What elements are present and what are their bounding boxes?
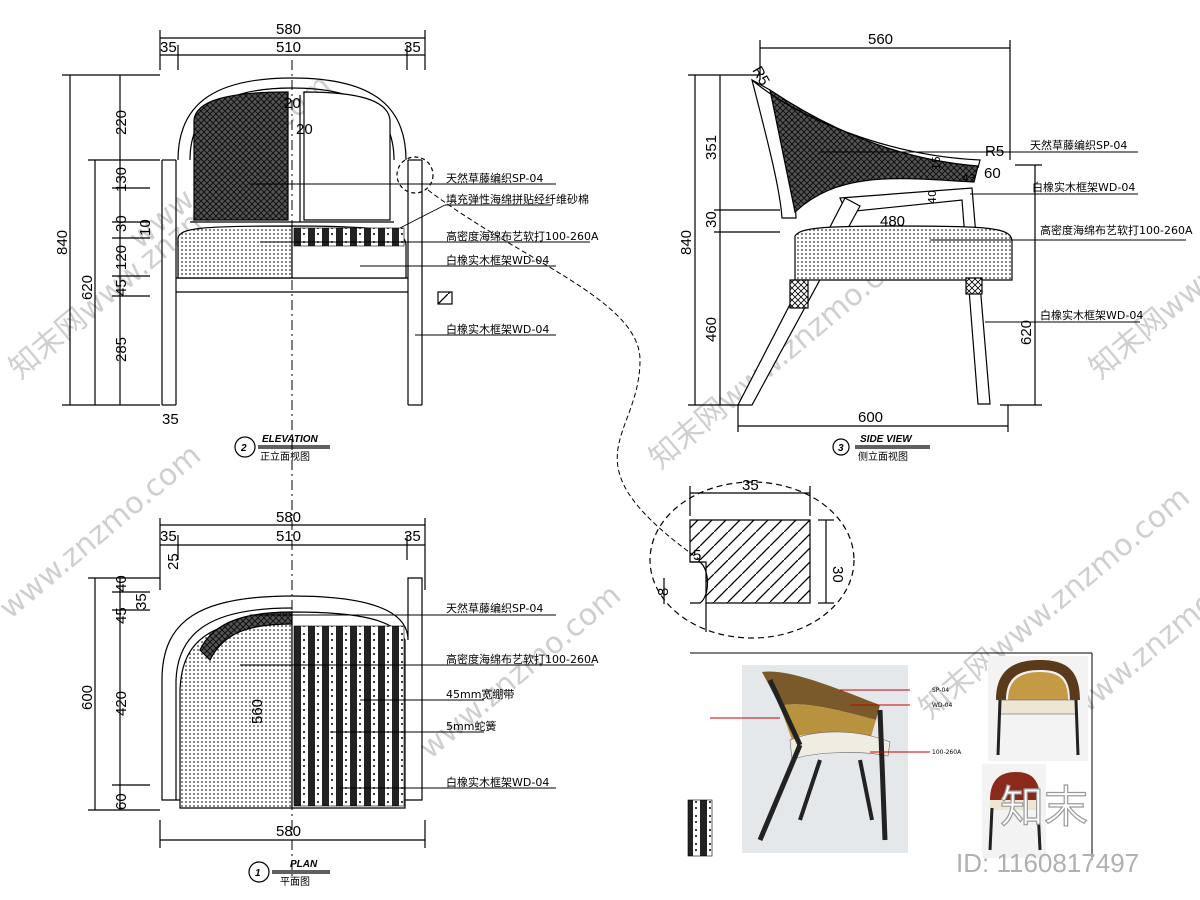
material-label: 填充弹性海绵拼贴经纤维砂棉 <box>446 192 589 206</box>
dim-seat-height: 620 <box>79 275 96 300</box>
dim-overall-width: 580 <box>276 21 301 38</box>
dim-plan-inner-depth: 560 <box>249 699 266 724</box>
view-title-en: PLAN <box>290 859 318 870</box>
dim-side-upper: 351 <box>703 135 720 160</box>
dim-side-total: 840 <box>678 230 695 255</box>
dim-plan-seg: 40 <box>113 575 130 592</box>
material-swatch <box>687 799 713 857</box>
dim-side-radius: R5 <box>749 64 773 89</box>
dim-side-mark: 40 <box>926 190 939 204</box>
dim-plan-overall: 580 <box>276 509 301 526</box>
section-detail <box>649 481 855 639</box>
material-label: 白橡实木框架WD-04 <box>1040 308 1143 322</box>
view-title-cn: 侧立面视图 <box>858 450 908 463</box>
dim-inner-mark: 20 <box>296 121 313 138</box>
material-label: 白橡实木框架WD-04 <box>446 775 549 789</box>
material-label: 白橡实木框架WD-04 <box>446 253 549 267</box>
dim-plan-seg: 45 <box>113 607 130 624</box>
dim-seg: 220 <box>113 110 130 135</box>
dim-detail-notch: 5 <box>693 547 701 564</box>
plan-view <box>88 518 594 883</box>
material-label: 白橡实木框架WD-04 <box>1032 180 1135 194</box>
material-label: 天然草藤编织SP-04 <box>446 601 543 615</box>
plan-text: 580 510 35 35 25 580 600 40 45 420 60 35… <box>79 509 599 888</box>
dim-plan-bottom: 580 <box>276 823 301 840</box>
dim-plan-total: 600 <box>79 685 96 710</box>
dim-plan-seg: 60 <box>113 793 130 810</box>
brand-logo: 知末 <box>1000 782 1088 833</box>
dim-total-height: 840 <box>54 230 71 255</box>
dim-seg: 10 <box>137 219 154 236</box>
view-title-en: ELEVATION <box>262 434 319 445</box>
dim-side-radius: R5 <box>985 143 1004 160</box>
dim-detail-height: 30 <box>829 566 846 583</box>
view-title-number: 2 <box>240 443 247 454</box>
dim-inner-mark: 20 <box>284 95 301 112</box>
material-label: 天然草藤编织SP-04 <box>446 171 543 185</box>
view-title-cn: 正立面视图 <box>260 450 310 463</box>
dim-seg: 120 <box>113 245 130 270</box>
elevation-text: 580 510 35 35 840 620 220 130 30 120 45 … <box>54 21 599 463</box>
dim-side-mark: 43 <box>962 172 976 185</box>
material-label: 高密度海绵布艺软打100-260A <box>446 652 599 666</box>
photo-panel: SP-04 WD-04 100-260A <box>687 652 1093 860</box>
dim-side-bottom: 600 <box>858 409 883 426</box>
dim-seg: 30 <box>113 215 130 232</box>
photo-label: WD-04 <box>932 702 953 709</box>
dim-side-mark: 60 <box>984 165 1001 182</box>
dim-plan-seg: 420 <box>113 691 130 716</box>
brand-block: 知末 ID: 1160817497 <box>956 781 1139 878</box>
view-title-number: 1 <box>255 868 261 879</box>
material-label: 5mm蛇簧 <box>446 719 496 733</box>
dim-seg: 130 <box>113 167 130 192</box>
dim-side-top: 560 <box>868 31 893 48</box>
dim-plan-right: 35 <box>404 528 421 545</box>
elevation-view <box>62 30 701 880</box>
material-label: 45mm宽绷带 <box>446 687 514 701</box>
side-view <box>688 40 1186 456</box>
brand-id: ID: 1160817497 <box>956 848 1139 878</box>
material-label: 白橡实木框架WD-04 <box>446 322 549 336</box>
dim-side-lower: 460 <box>703 317 720 342</box>
dim-seg: 285 <box>113 337 130 362</box>
view-title-cn: 平面图 <box>280 876 310 888</box>
dim-plan-corner: 25 <box>165 553 182 570</box>
dim-detail-width: 35 <box>742 477 759 494</box>
dim-side-mark: 15 <box>930 156 943 170</box>
dim-plan-inner: 510 <box>276 528 301 545</box>
material-label: 高密度海绵布艺软打100-260A <box>446 229 599 243</box>
dim-plan-seg: 35 <box>133 593 150 610</box>
dim-left-offset: 35 <box>160 39 177 56</box>
material-label: 高密度海绵布艺软打100-260A <box>1040 223 1193 237</box>
dim-side-mid: 30 <box>703 211 720 228</box>
photo-label: SP-04 <box>932 687 949 694</box>
dim-side-right: 620 <box>1018 320 1035 345</box>
dim-detail-small: 8 <box>655 588 672 596</box>
dim-inner-width: 510 <box>276 39 301 56</box>
watermark: 知末网www.znzmo.com <box>1083 140 1200 386</box>
material-label: 天然草藤编织SP-04 <box>1030 138 1127 152</box>
dim-seg: 45 <box>113 279 130 296</box>
dim-plan-left: 35 <box>160 528 177 545</box>
photo-label: 100-260A <box>932 749 962 756</box>
view-title-en: SIDE VIEW <box>860 434 913 445</box>
dim-foot: 35 <box>162 411 179 428</box>
dim-right-offset: 35 <box>404 39 421 56</box>
dim-side-seat-depth: 480 <box>880 213 905 230</box>
view-title-number: 3 <box>838 443 844 454</box>
detail-text: 35 30 5 8 <box>655 477 846 596</box>
